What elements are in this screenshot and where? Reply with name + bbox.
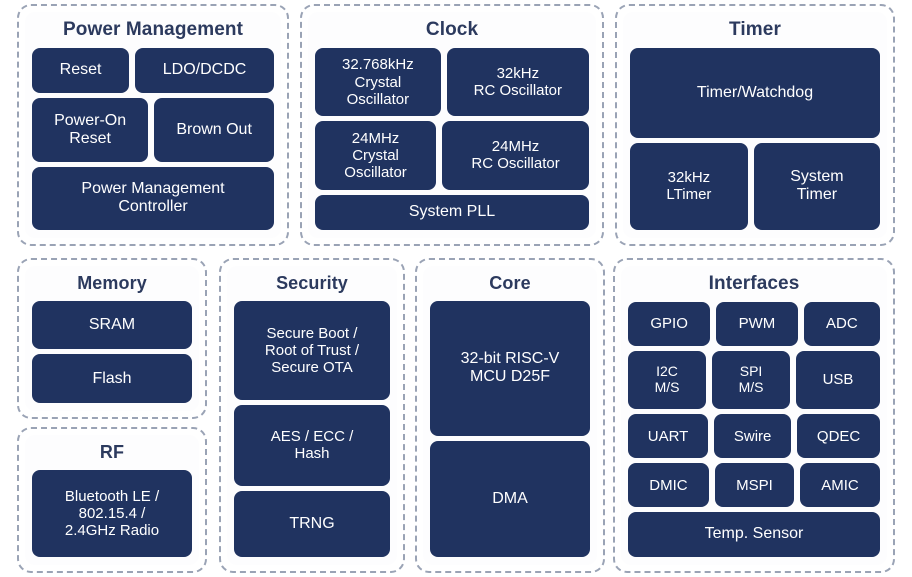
block-24mhz-crystal-oscillator[interactable]: 24MHz Crystal Oscillator: [315, 121, 437, 190]
block-dmic[interactable]: DMIC: [628, 463, 709, 508]
block-flash[interactable]: Flash: [32, 354, 192, 404]
group-body-core: 32-bit RISC-V MCU D25F DMA: [430, 300, 590, 557]
group-panel-rf: RF Bluetooth LE / 802.15.4 / 2.4GHz Radi…: [17, 427, 207, 573]
group-title-core: Core: [489, 273, 531, 293]
block-row: GPIO PWM ADC: [628, 301, 881, 346]
block-uart[interactable]: UART: [628, 414, 709, 459]
group-panel-security: Security Secure Boot / Root of Trust / S…: [219, 258, 405, 573]
group-body-power-management: Reset LDO/DCDC Power-On Reset Brown Out …: [32, 47, 275, 231]
block-system-pll[interactable]: System PLL: [315, 194, 589, 231]
group-body-interfaces: GPIO PWM ADC I2C M/S SPI M/S USB UART Sw…: [628, 301, 881, 557]
block-brown-out[interactable]: Brown Out: [154, 98, 274, 162]
block-temp-sensor[interactable]: Temp. Sensor: [628, 512, 880, 557]
block-row: Bluetooth LE / 802.15.4 / 2.4GHz Radio: [32, 469, 192, 557]
group-body-rf: Bluetooth LE / 802.15.4 / 2.4GHz Radio: [32, 469, 192, 557]
block-power-management-controller[interactable]: Power Management Controller: [32, 166, 274, 231]
group-panel-clock: Clock 32.768kHz Crystal Oscillator 32kHz…: [300, 4, 604, 246]
block-row: Temp. Sensor: [628, 512, 880, 557]
group-body-memory: SRAM Flash: [32, 300, 192, 404]
block-32768khz-crystal-oscillator[interactable]: 32.768kHz Crystal Oscillator: [315, 47, 441, 117]
block-qdec[interactable]: QDEC: [797, 414, 881, 459]
group-body-clock: 32.768kHz Crystal Oscillator 32kHz RC Os…: [315, 47, 590, 231]
block-row: Flash: [32, 354, 192, 404]
block-reset[interactable]: Reset: [32, 47, 130, 94]
block-adc[interactable]: ADC: [803, 301, 881, 346]
block-row: I2C M/S SPI M/S USB: [628, 350, 880, 410]
block-timer-watchdog[interactable]: Timer/Watchdog: [630, 47, 880, 138]
block-row: 32-bit RISC-V MCU D25F: [430, 300, 590, 436]
group-body-security: Secure Boot / Root of Trust / Secure OTA…: [234, 300, 390, 557]
group-title-rf: RF: [99, 442, 125, 462]
block-row: System PLL: [315, 194, 589, 231]
block-ldo-dcdc[interactable]: LDO/DCDC: [135, 47, 275, 94]
block-row: Power-On Reset Brown Out: [32, 98, 274, 162]
block-row: DMA: [430, 440, 590, 557]
block-row: 24MHz Crystal Oscillator 24MHz RC Oscill…: [315, 121, 589, 190]
block-trng[interactable]: TRNG: [234, 491, 390, 557]
block-usb[interactable]: USB: [796, 350, 880, 410]
group-panel-core: Core 32-bit RISC-V MCU D25F DMA: [415, 258, 605, 573]
block-32khz-ltimer[interactable]: 32kHz LTimer: [630, 142, 748, 230]
group-title-timer: Timer: [729, 19, 781, 40]
block-row: 32.768kHz Crystal Oscillator 32kHz RC Os…: [315, 47, 590, 117]
block-swire[interactable]: Swire: [714, 414, 792, 459]
group-panel-power-management: Power Management Reset LDO/DCDC Power-On…: [17, 4, 289, 246]
group-title-clock: Clock: [425, 19, 479, 40]
block-32khz-rc-oscillator[interactable]: 32kHz RC Oscillator: [446, 47, 590, 117]
group-panel-memory: Memory SRAM Flash: [17, 258, 207, 419]
group-title-power-management: Power Management: [62, 19, 244, 40]
block-row: SRAM: [32, 300, 192, 350]
block-dma[interactable]: DMA: [430, 440, 590, 557]
block-row: Power Management Controller: [32, 166, 274, 231]
group-title-memory: Memory: [77, 273, 147, 293]
block-24mhz-rc-oscillator[interactable]: 24MHz RC Oscillator: [442, 121, 589, 190]
block-risc-v-mcu[interactable]: 32-bit RISC-V MCU D25F: [430, 300, 590, 436]
block-secure-boot[interactable]: Secure Boot / Root of Trust / Secure OTA: [234, 300, 390, 400]
block-aes-ecc-hash[interactable]: AES / ECC / Hash: [234, 404, 390, 487]
block-row: Secure Boot / Root of Trust / Secure OTA: [234, 300, 390, 400]
block-radio[interactable]: Bluetooth LE / 802.15.4 / 2.4GHz Radio: [32, 469, 192, 557]
block-i2c[interactable]: I2C M/S: [628, 350, 707, 410]
block-pwm[interactable]: PWM: [716, 301, 798, 346]
block-system-timer[interactable]: System Timer: [753, 142, 880, 230]
block-sram[interactable]: SRAM: [32, 300, 192, 350]
block-row: AES / ECC / Hash: [234, 404, 390, 487]
block-gpio[interactable]: GPIO: [628, 301, 711, 346]
group-body-timer: Timer/Watchdog 32kHz LTimer System Timer: [630, 47, 880, 230]
block-row: 32kHz LTimer System Timer: [630, 142, 880, 230]
group-title-interfaces: Interfaces: [708, 273, 800, 294]
group-panel-interfaces: Interfaces GPIO PWM ADC I2C M/S SPI M/S …: [613, 258, 895, 573]
block-row: DMIC MSPI AMIC: [628, 463, 881, 508]
block-amic[interactable]: AMIC: [800, 463, 881, 508]
block-row: TRNG: [234, 491, 390, 557]
block-row: Reset LDO/DCDC: [32, 47, 275, 94]
block-mspi[interactable]: MSPI: [714, 463, 795, 508]
group-panel-timer: Timer Timer/Watchdog 32kHz LTimer System…: [615, 4, 895, 246]
block-power-on-reset[interactable]: Power-On Reset: [32, 98, 149, 162]
block-row: Timer/Watchdog: [630, 47, 880, 138]
block-row: UART Swire QDEC: [628, 414, 881, 459]
block-spi[interactable]: SPI M/S: [712, 350, 791, 410]
group-title-security: Security: [276, 273, 348, 293]
